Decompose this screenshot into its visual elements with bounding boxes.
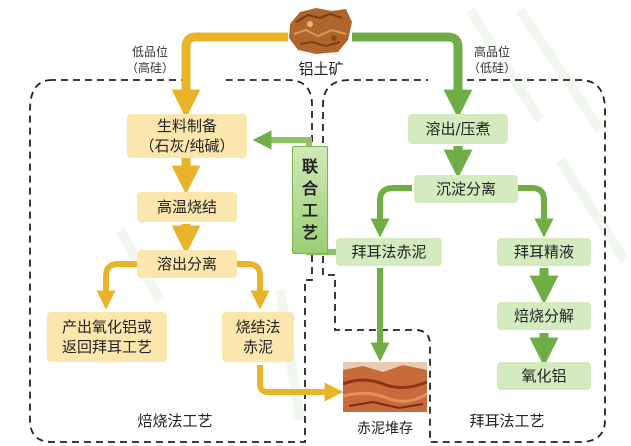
high-grade-label: 高品位 （低硅） (467, 45, 516, 75)
low-grade-label: 低品位 （高硅） (125, 45, 174, 75)
bayer-region-outline (322, 79, 606, 443)
bayer-liquor-node: 拜耳精液 (497, 238, 591, 266)
sinter-product-node: 产出氧化铝或 返回拜耳工艺 (47, 312, 167, 362)
ore-label: 铝土矿 (298, 60, 344, 78)
storage-label: 赤泥堆存 (357, 421, 413, 437)
bayer-red-mud-node: 拜耳法赤泥 (336, 238, 442, 266)
red-mud-pile-icon (343, 362, 427, 412)
high-grade-arrow (352, 32, 473, 119)
sinter-region-outline (29, 79, 313, 443)
sinter-section-label: 焙烧法工艺 (137, 412, 213, 430)
combined-char: 合 (301, 179, 318, 198)
sinter-dissolve-node: 溶出分离 (137, 250, 237, 278)
raw-material-prep-node: 生料制备 （石灰/纯碱） (127, 114, 247, 158)
combined-char: 艺 (301, 223, 318, 242)
sinter-red-mud-node: 烧结法 赤泥 (222, 312, 294, 362)
bauxite-ore-icon (289, 8, 352, 54)
bayer-dissolve-node: 溶出/压煮 (408, 114, 508, 144)
bayer-split-left (370, 185, 412, 238)
bayer-split-right (518, 185, 554, 238)
high-temp-sinter-node: 高温烧结 (137, 192, 237, 222)
combined-process-label: 联 合 工 艺 (292, 146, 328, 254)
sinter-split-left (96, 261, 138, 310)
sinter-mud-to-storage (257, 365, 344, 402)
low-grade-arrow (171, 32, 288, 119)
combined-char: 联 (301, 157, 318, 176)
combined-char: 工 (301, 201, 318, 220)
sinter-split-right (236, 261, 270, 310)
bayer-precipitate-node: 沉淀分离 (414, 175, 518, 203)
bayer-section-label: 拜耳法工艺 (469, 412, 545, 430)
alumina-node: 氧化铝 (497, 362, 591, 390)
bayer-calcine-node: 焙烧分解 (497, 302, 591, 330)
